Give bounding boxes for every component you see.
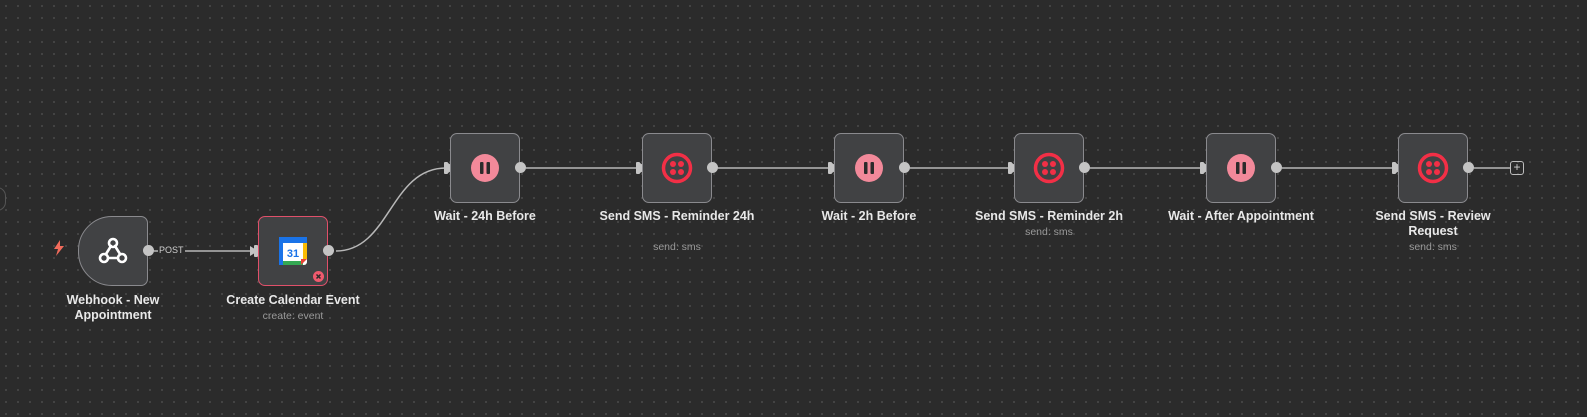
pause-icon bbox=[855, 154, 883, 182]
node-title: Wait - 2h Before bbox=[821, 209, 917, 223]
calendar-day: 31 bbox=[287, 248, 299, 260]
input-port[interactable] bbox=[636, 162, 640, 174]
input-port[interactable] bbox=[1008, 162, 1012, 174]
node-subtitle: send: sms bbox=[653, 241, 701, 253]
output-port[interactable] bbox=[899, 162, 910, 173]
node-subtitle: create: event bbox=[262, 310, 324, 322]
output-port[interactable] bbox=[323, 245, 334, 256]
node-wait-2h-before[interactable] bbox=[834, 133, 904, 203]
node-subtitle: send: sms bbox=[1025, 226, 1073, 238]
pause-icon bbox=[1227, 154, 1255, 182]
node-title: Create Calendar Event bbox=[226, 293, 360, 307]
node-title: Webhook - New Appointment bbox=[66, 293, 160, 322]
node-webhook[interactable] bbox=[78, 216, 148, 286]
twilio-icon bbox=[1033, 152, 1065, 184]
twilio-icon bbox=[1417, 152, 1449, 184]
node-create-calendar-event[interactable]: 31 bbox=[258, 216, 328, 286]
connection-calendar-wait24 bbox=[335, 167, 447, 252]
node-wait-24h-before[interactable] bbox=[450, 133, 520, 203]
output-port[interactable] bbox=[1079, 162, 1090, 173]
trigger-bolt-icon bbox=[54, 240, 64, 256]
node-subtitle: send: sms bbox=[1409, 241, 1457, 253]
output-port[interactable] bbox=[1271, 162, 1282, 173]
input-port[interactable] bbox=[444, 162, 448, 174]
node-wait-after-appointment[interactable] bbox=[1206, 133, 1276, 203]
node-send-sms-reminder-24h[interactable] bbox=[642, 133, 712, 203]
node-title: Wait - 24h Before bbox=[434, 209, 536, 223]
input-port[interactable] bbox=[1392, 162, 1396, 174]
node-send-sms-reminder-2h[interactable] bbox=[1014, 133, 1084, 203]
node-title: Wait - After Appointment bbox=[1168, 209, 1314, 223]
node-title: Send SMS - Review Request bbox=[1375, 209, 1491, 238]
output-port[interactable] bbox=[1463, 162, 1474, 173]
output-port[interactable] bbox=[707, 162, 718, 173]
output-port[interactable] bbox=[143, 245, 154, 256]
pause-icon bbox=[471, 154, 499, 182]
input-port[interactable] bbox=[1200, 162, 1204, 174]
node-send-sms-review-request[interactable] bbox=[1398, 133, 1468, 203]
twilio-icon bbox=[661, 152, 693, 184]
input-port[interactable] bbox=[254, 245, 258, 257]
google-calendar-icon: 31 bbox=[279, 237, 307, 265]
add-node-button[interactable]: + bbox=[1510, 161, 1524, 175]
node-title: Send SMS - Reminder 24h bbox=[599, 209, 755, 223]
webhook-icon bbox=[98, 237, 128, 264]
error-icon[interactable] bbox=[313, 271, 324, 282]
output-port[interactable] bbox=[515, 162, 526, 173]
connection-label-post: POST bbox=[158, 245, 185, 255]
input-port[interactable] bbox=[828, 162, 832, 174]
node-title: Send SMS - Reminder 2h bbox=[975, 209, 1123, 223]
